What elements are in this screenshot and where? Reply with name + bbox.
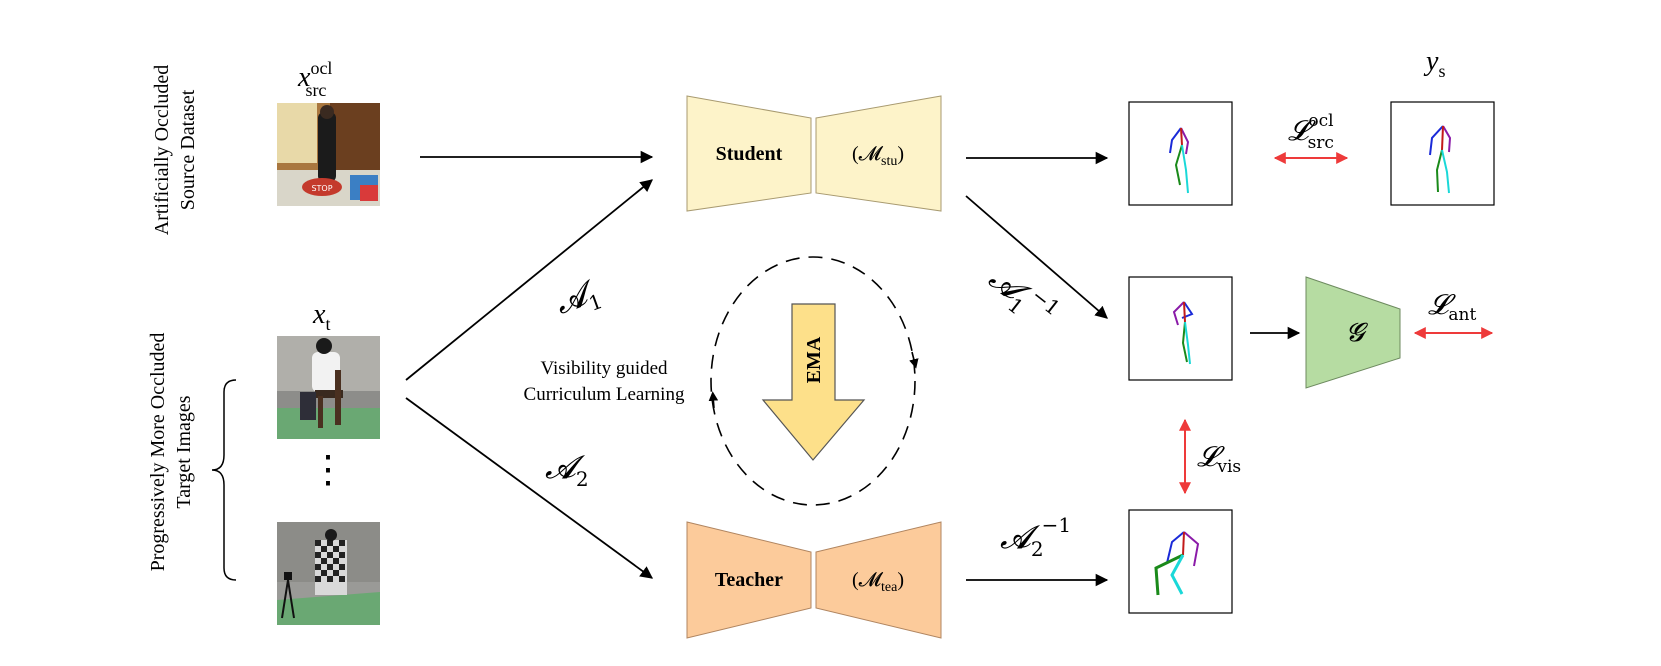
curriculum-loop-arrow-right <box>909 351 919 369</box>
source-label-line2: Source Dataset <box>177 89 199 210</box>
target-to-student-arrow <box>405 179 653 381</box>
student-label: Student <box>716 143 783 165</box>
target-image-2 <box>277 522 380 625</box>
curriculum-line2: Curriculum Learning <box>524 384 685 405</box>
x-t-label: xt <box>312 299 330 334</box>
generator-label: 𝓖 <box>1346 318 1369 348</box>
student-encoder <box>686 95 812 212</box>
source-image: STOP <box>277 103 380 206</box>
teacher-pose-box <box>1128 509 1233 614</box>
inverse-augmentation-a1-label: 𝓐1−1 <box>979 256 1065 337</box>
loss-vis-label: 𝓛vis <box>1197 440 1241 477</box>
augmentation-a2-label: 𝓐2 <box>545 448 589 491</box>
target-to-teacher-arrow <box>405 397 654 579</box>
student-model: Student (𝓜stu) <box>686 95 942 212</box>
curriculum-loop-arrow-left <box>708 391 719 409</box>
target-brace <box>211 379 237 581</box>
target-label-line1: Progressively More Occluded <box>147 333 169 572</box>
source-dataset-label: Artificially Occluded Source Dataset <box>151 65 199 236</box>
stop-sign-icon: STOP <box>311 184 332 193</box>
teacher-label: Teacher <box>715 569 783 591</box>
ema-label: EMA <box>803 336 825 383</box>
ema-arrow <box>761 303 866 461</box>
ys-label: ys <box>1423 46 1445 81</box>
teacher-model-symbol: (𝓜tea) <box>852 569 904 595</box>
loss-ant-label: 𝓛ant <box>1428 288 1476 325</box>
more-images-dots: ⋮ <box>309 449 347 491</box>
curriculum-line1: Visibility guided <box>540 358 668 379</box>
inverse-pose-box <box>1128 276 1233 381</box>
teacher-model: Teacher (𝓜tea) <box>686 521 942 639</box>
student-model-symbol: (𝓜stu) <box>852 143 904 169</box>
target-image-1 <box>277 336 380 439</box>
ground-truth-pose-box <box>1390 101 1495 206</box>
teacher-decoder <box>815 521 942 639</box>
generator-block <box>1305 276 1401 389</box>
augmentation-a1-label: 𝓐1 <box>550 271 606 326</box>
source-label-line1: Artificially Occluded <box>151 65 173 236</box>
student-pose-box <box>1128 101 1233 206</box>
curriculum-loop <box>710 256 916 506</box>
target-label-line2: Target Images <box>173 395 195 508</box>
teacher-encoder <box>686 521 812 639</box>
inverse-augmentation-a2-label: 𝓐2−1 <box>1000 513 1071 561</box>
student-to-inverse-pose-arrow <box>965 195 1108 319</box>
student-decoder <box>815 95 942 212</box>
target-images-label: Progressively More Occluded Target Image… <box>147 333 195 572</box>
